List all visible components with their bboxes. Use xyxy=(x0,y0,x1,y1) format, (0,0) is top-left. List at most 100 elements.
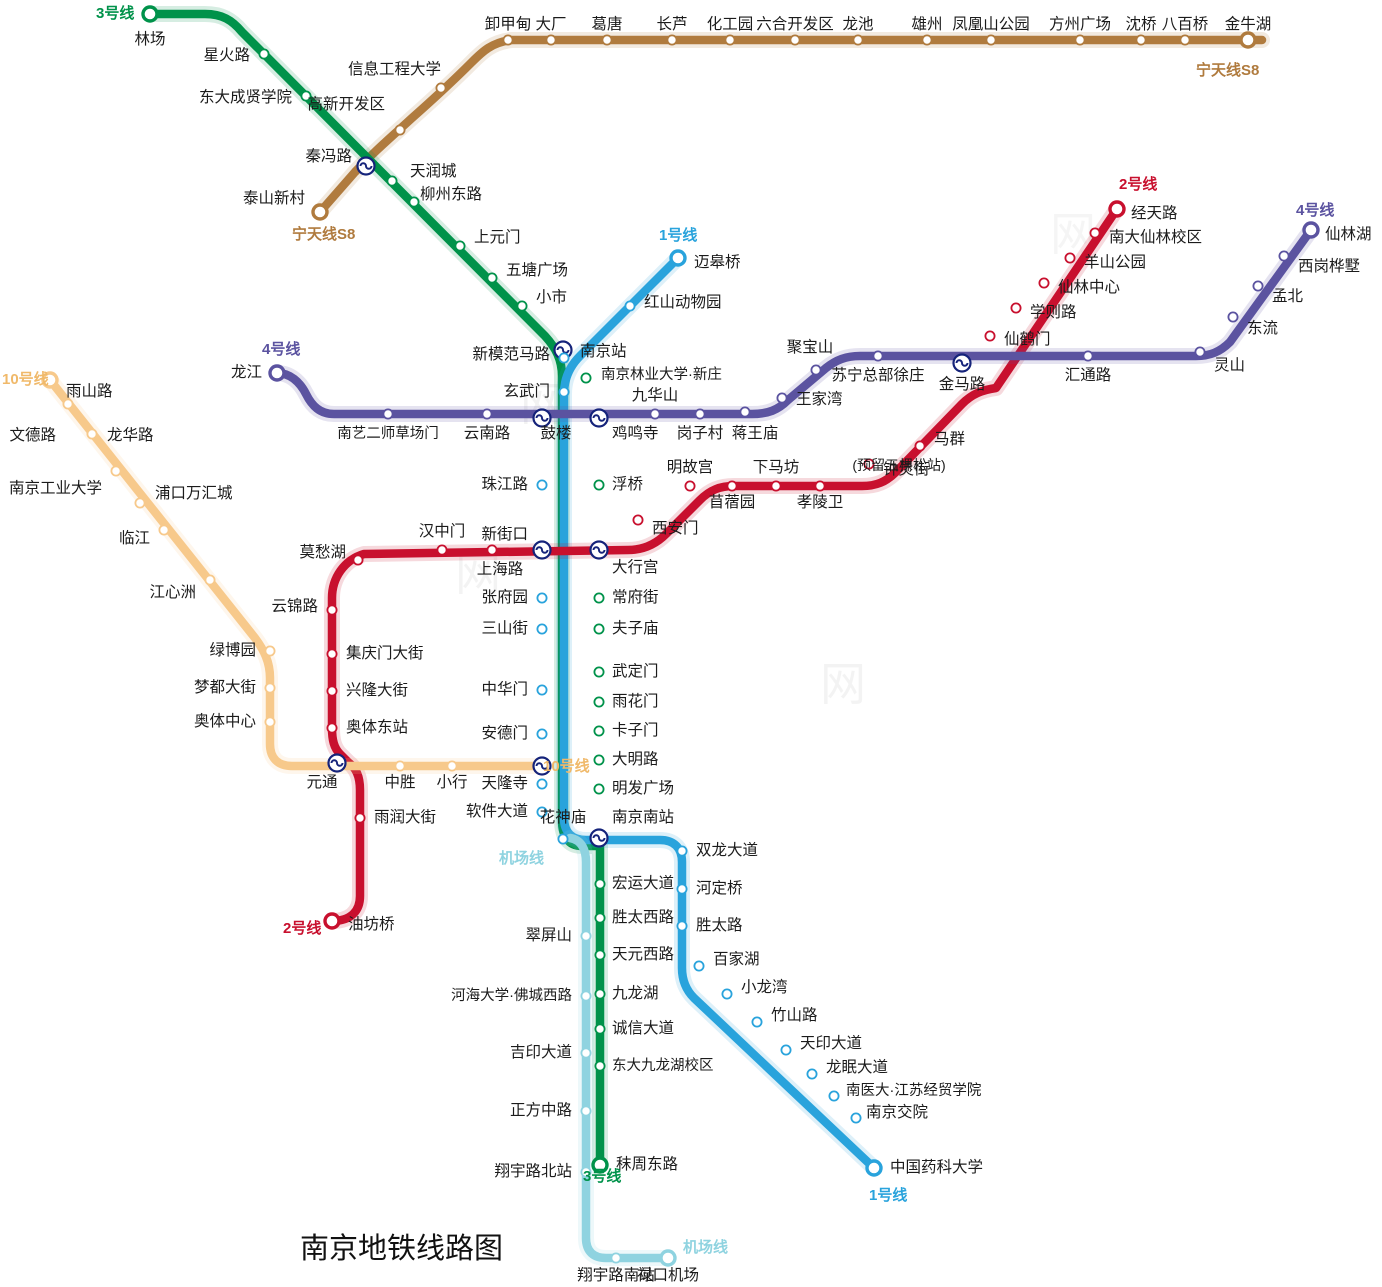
station-marker[interactable] xyxy=(258,48,270,60)
station-marker[interactable] xyxy=(1252,280,1264,292)
station-marker[interactable] xyxy=(1074,34,1086,46)
station-marker[interactable] xyxy=(632,514,644,526)
station-marker[interactable] xyxy=(557,833,569,845)
station-marker[interactable] xyxy=(394,124,406,136)
station-marker[interactable] xyxy=(693,960,705,972)
station-marker[interactable] xyxy=(394,760,406,772)
station-marker[interactable] xyxy=(502,34,514,46)
station-marker[interactable] xyxy=(814,480,826,492)
line-path-airport[interactable] xyxy=(565,833,673,1263)
terminus-station-marker[interactable] xyxy=(659,1249,677,1267)
station-marker[interactable] xyxy=(776,392,788,404)
line-path-line1[interactable] xyxy=(559,253,879,1173)
station-marker[interactable] xyxy=(594,949,606,961)
station-marker[interactable] xyxy=(352,554,364,566)
station-marker[interactable] xyxy=(914,440,926,452)
station-marker[interactable] xyxy=(593,725,605,737)
station-marker[interactable] xyxy=(580,930,592,942)
station-marker[interactable] xyxy=(435,82,447,94)
station-marker[interactable] xyxy=(676,883,688,895)
station-marker[interactable] xyxy=(985,34,997,46)
station-marker[interactable] xyxy=(580,1166,592,1178)
station-marker[interactable] xyxy=(354,812,366,824)
station-marker[interactable] xyxy=(1038,277,1050,289)
station-marker[interactable] xyxy=(850,1112,862,1124)
station-marker[interactable] xyxy=(593,479,605,491)
station-marker[interactable] xyxy=(806,1068,818,1080)
station-marker[interactable] xyxy=(134,497,146,509)
station-marker[interactable] xyxy=(536,728,548,740)
station-marker[interactable] xyxy=(594,912,606,924)
station-marker[interactable] xyxy=(666,34,678,46)
line-path-line10[interactable] xyxy=(45,375,545,771)
station-marker[interactable] xyxy=(789,34,801,46)
station-marker[interactable] xyxy=(158,524,170,536)
station-marker[interactable] xyxy=(516,300,528,312)
station-marker[interactable] xyxy=(1135,34,1147,46)
station-marker[interactable] xyxy=(545,34,557,46)
station-marker[interactable] xyxy=(436,544,448,556)
station-marker[interactable] xyxy=(110,465,122,477)
station-marker[interactable] xyxy=(386,175,398,187)
station-marker[interactable] xyxy=(593,696,605,708)
terminus-station-marker[interactable] xyxy=(865,1159,883,1177)
station-marker[interactable] xyxy=(594,1023,606,1035)
station-marker[interactable] xyxy=(580,1105,592,1117)
station-marker[interactable] xyxy=(721,988,733,1000)
station-marker[interactable] xyxy=(486,544,498,556)
station-marker[interactable] xyxy=(810,364,822,376)
station-marker[interactable] xyxy=(408,196,420,208)
station-marker[interactable] xyxy=(594,878,606,890)
station-marker[interactable] xyxy=(264,682,276,694)
station-marker[interactable] xyxy=(1194,346,1206,358)
station-marker[interactable] xyxy=(326,685,338,697)
station-marker[interactable] xyxy=(726,480,738,492)
station-marker[interactable] xyxy=(300,90,312,102)
terminus-station-marker[interactable] xyxy=(1302,221,1320,239)
station-marker[interactable] xyxy=(694,408,706,420)
station-marker[interactable] xyxy=(780,1044,792,1056)
terminus-station-marker[interactable] xyxy=(669,249,687,267)
terminus-station-marker[interactable] xyxy=(41,371,59,389)
station-marker[interactable] xyxy=(264,716,276,728)
station-marker[interactable] xyxy=(1089,227,1101,239)
terminus-station-marker[interactable] xyxy=(591,1156,609,1174)
terminus-station-marker[interactable] xyxy=(311,203,329,221)
station-marker[interactable] xyxy=(1082,350,1094,362)
station-marker[interactable] xyxy=(593,754,605,766)
station-marker[interactable] xyxy=(558,386,570,398)
station-marker[interactable] xyxy=(863,458,875,470)
station-marker[interactable] xyxy=(872,350,884,362)
station-marker[interactable] xyxy=(580,990,592,1002)
station-marker[interactable] xyxy=(86,428,98,440)
station-marker[interactable] xyxy=(264,645,276,657)
station-marker[interactable] xyxy=(593,592,605,604)
station-marker[interactable] xyxy=(852,34,864,46)
station-marker[interactable] xyxy=(594,1060,606,1072)
station-marker[interactable] xyxy=(580,372,592,384)
station-marker[interactable] xyxy=(1278,250,1290,262)
station-marker[interactable] xyxy=(454,240,466,252)
station-marker[interactable] xyxy=(593,783,605,795)
station-marker[interactable] xyxy=(326,722,338,734)
station-marker[interactable] xyxy=(739,406,751,418)
station-marker[interactable] xyxy=(62,398,74,410)
station-marker[interactable] xyxy=(204,574,216,586)
station-marker[interactable] xyxy=(1179,34,1191,46)
station-marker[interactable] xyxy=(684,480,696,492)
station-marker[interactable] xyxy=(536,684,548,696)
terminus-station-marker[interactable] xyxy=(1108,200,1126,218)
station-marker[interactable] xyxy=(326,604,338,616)
station-marker[interactable] xyxy=(676,845,688,857)
station-marker[interactable] xyxy=(984,330,996,342)
station-marker[interactable] xyxy=(724,34,736,46)
station-marker[interactable] xyxy=(1064,252,1076,264)
station-marker[interactable] xyxy=(593,623,605,635)
station-marker[interactable] xyxy=(610,1252,622,1264)
station-marker[interactable] xyxy=(536,479,548,491)
station-marker[interactable] xyxy=(770,480,782,492)
station-marker[interactable] xyxy=(558,352,570,364)
station-marker[interactable] xyxy=(593,666,605,678)
station-marker[interactable] xyxy=(536,623,548,635)
terminus-station-marker[interactable] xyxy=(323,912,341,930)
